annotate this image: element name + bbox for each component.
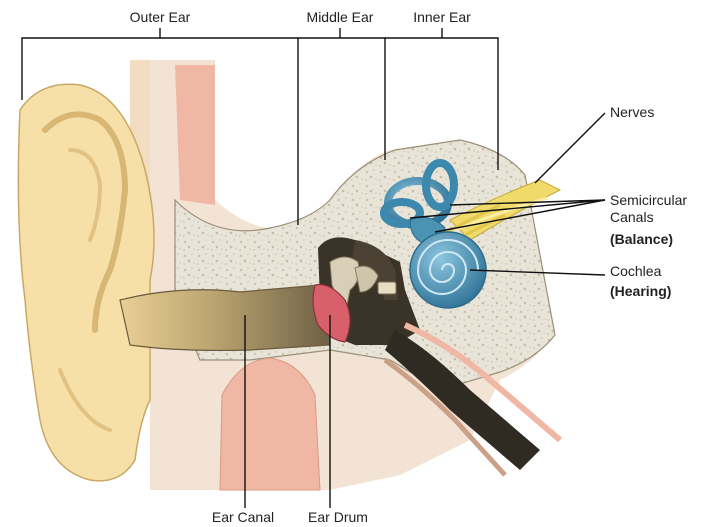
label-balance: (Balance) — [610, 231, 673, 247]
label-cochlea: Cochlea — [610, 263, 662, 279]
label-ear-drum: Ear Drum — [308, 509, 368, 525]
lower-tissue — [220, 358, 320, 490]
pinna — [18, 84, 154, 481]
label-canals: Canals — [610, 209, 654, 225]
ear-canal-shape — [120, 285, 330, 350]
label-outer-ear: Outer Ear — [130, 9, 191, 25]
label-inner-ear: Inner Ear — [413, 9, 471, 25]
label-semicircular: Semicircular — [610, 192, 687, 208]
label-middle-ear: Middle Ear — [307, 9, 374, 25]
label-hearing: (Hearing) — [610, 283, 671, 299]
label-nerves: Nerves — [610, 104, 654, 120]
label-ear-canal: Ear Canal — [212, 509, 274, 525]
